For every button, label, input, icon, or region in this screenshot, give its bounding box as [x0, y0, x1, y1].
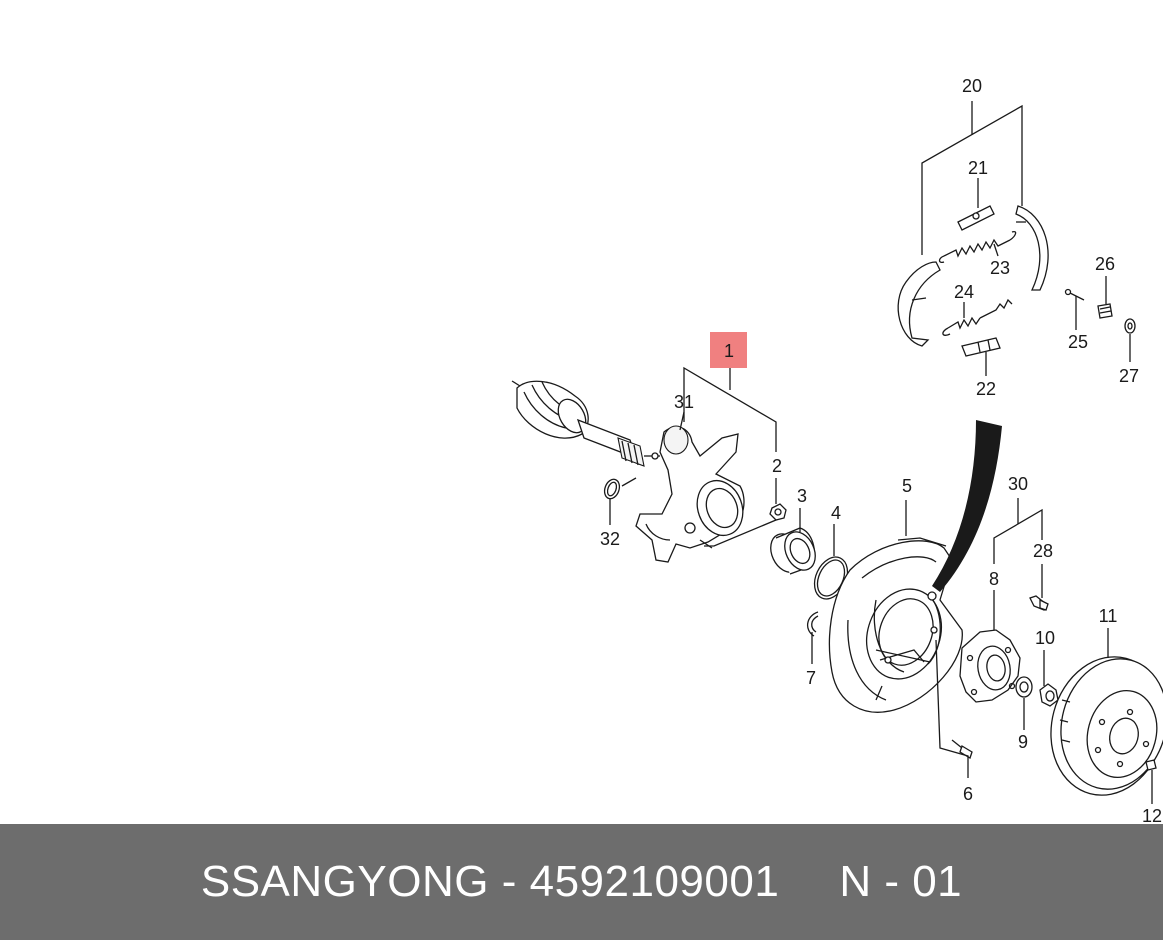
- washer-part: [1015, 676, 1033, 698]
- separator: -: [501, 857, 517, 906]
- callout-labels: 1 2 3 4 5 6 7 8 9 10 11 12 20 21 22 23 2…: [600, 76, 1162, 824]
- highlight-box: [710, 332, 747, 368]
- adjuster-part: [957, 205, 995, 231]
- callout-31: 31: [674, 392, 694, 412]
- callout-30: 30: [1008, 474, 1028, 494]
- upper-spring-part: [938, 230, 1017, 264]
- callout-11: 11: [1099, 606, 1118, 626]
- callout-4: 4: [831, 503, 841, 523]
- bolt-part: [1029, 595, 1049, 611]
- drive-shaft-part: [511, 380, 660, 467]
- callout-7: 7: [806, 668, 816, 688]
- callout-22: 22: [976, 379, 996, 399]
- brand-name: SSANGYONG: [200, 857, 489, 906]
- callout-23: 23: [990, 258, 1010, 278]
- callout-9: 9: [1018, 732, 1028, 752]
- bearing-part: [770, 527, 816, 575]
- parts-exploded-diagram: 1 2 3 4 5 6 7 8 9 10 11 12 20 21 22 23 2…: [511, 76, 1163, 824]
- callout-21: 21: [968, 158, 988, 178]
- footer-banner: SSANGYONG - 4592109001 N - 01: [0, 824, 1163, 940]
- assembly-pointer-arrow: [932, 420, 1002, 592]
- callout-6: 6: [963, 784, 973, 804]
- brake-shoe-right-part: [1015, 205, 1049, 291]
- lower-spring-part: [942, 298, 1013, 336]
- callout-28: 28: [1033, 541, 1053, 561]
- nut-part: [769, 503, 787, 521]
- callout-27: 27: [1119, 366, 1139, 386]
- backing-plate-part: [828, 537, 963, 713]
- leader-lines: [609, 101, 1153, 804]
- callout-8: 8: [989, 569, 999, 589]
- screw-part: [1145, 759, 1157, 771]
- hub-flange-part: [959, 629, 1021, 703]
- part-number: 4592109001: [529, 857, 780, 906]
- callout-12: 12: [1142, 806, 1162, 824]
- callout-10: 10: [1035, 628, 1055, 648]
- callout-5: 5: [902, 476, 912, 496]
- circlip-part: [807, 611, 819, 637]
- strut-part: [961, 337, 1001, 357]
- spring-cup-part: [1124, 318, 1136, 334]
- callout-3: 3: [797, 486, 807, 506]
- hub-nut-part: [1039, 683, 1059, 707]
- brake-disc-part: [1050, 656, 1163, 796]
- snap-ring-part: [603, 477, 637, 500]
- callout-2: 2: [772, 456, 782, 476]
- mounting-bolt-part: [951, 739, 973, 759]
- callout-25: 25: [1068, 332, 1088, 352]
- callout-32: 32: [600, 529, 620, 549]
- callout-26: 26: [1095, 254, 1115, 274]
- hold-down-pin-part: [1064, 288, 1085, 301]
- brake-shoe-left-part: [897, 261, 941, 347]
- knuckle-part: [635, 425, 745, 563]
- callout-1: 1: [724, 341, 734, 361]
- callout-20: 20: [962, 76, 982, 96]
- callout-24: 24: [954, 282, 974, 302]
- hold-down-spring-part: [1097, 303, 1113, 319]
- page-reference: N - 01: [839, 857, 963, 906]
